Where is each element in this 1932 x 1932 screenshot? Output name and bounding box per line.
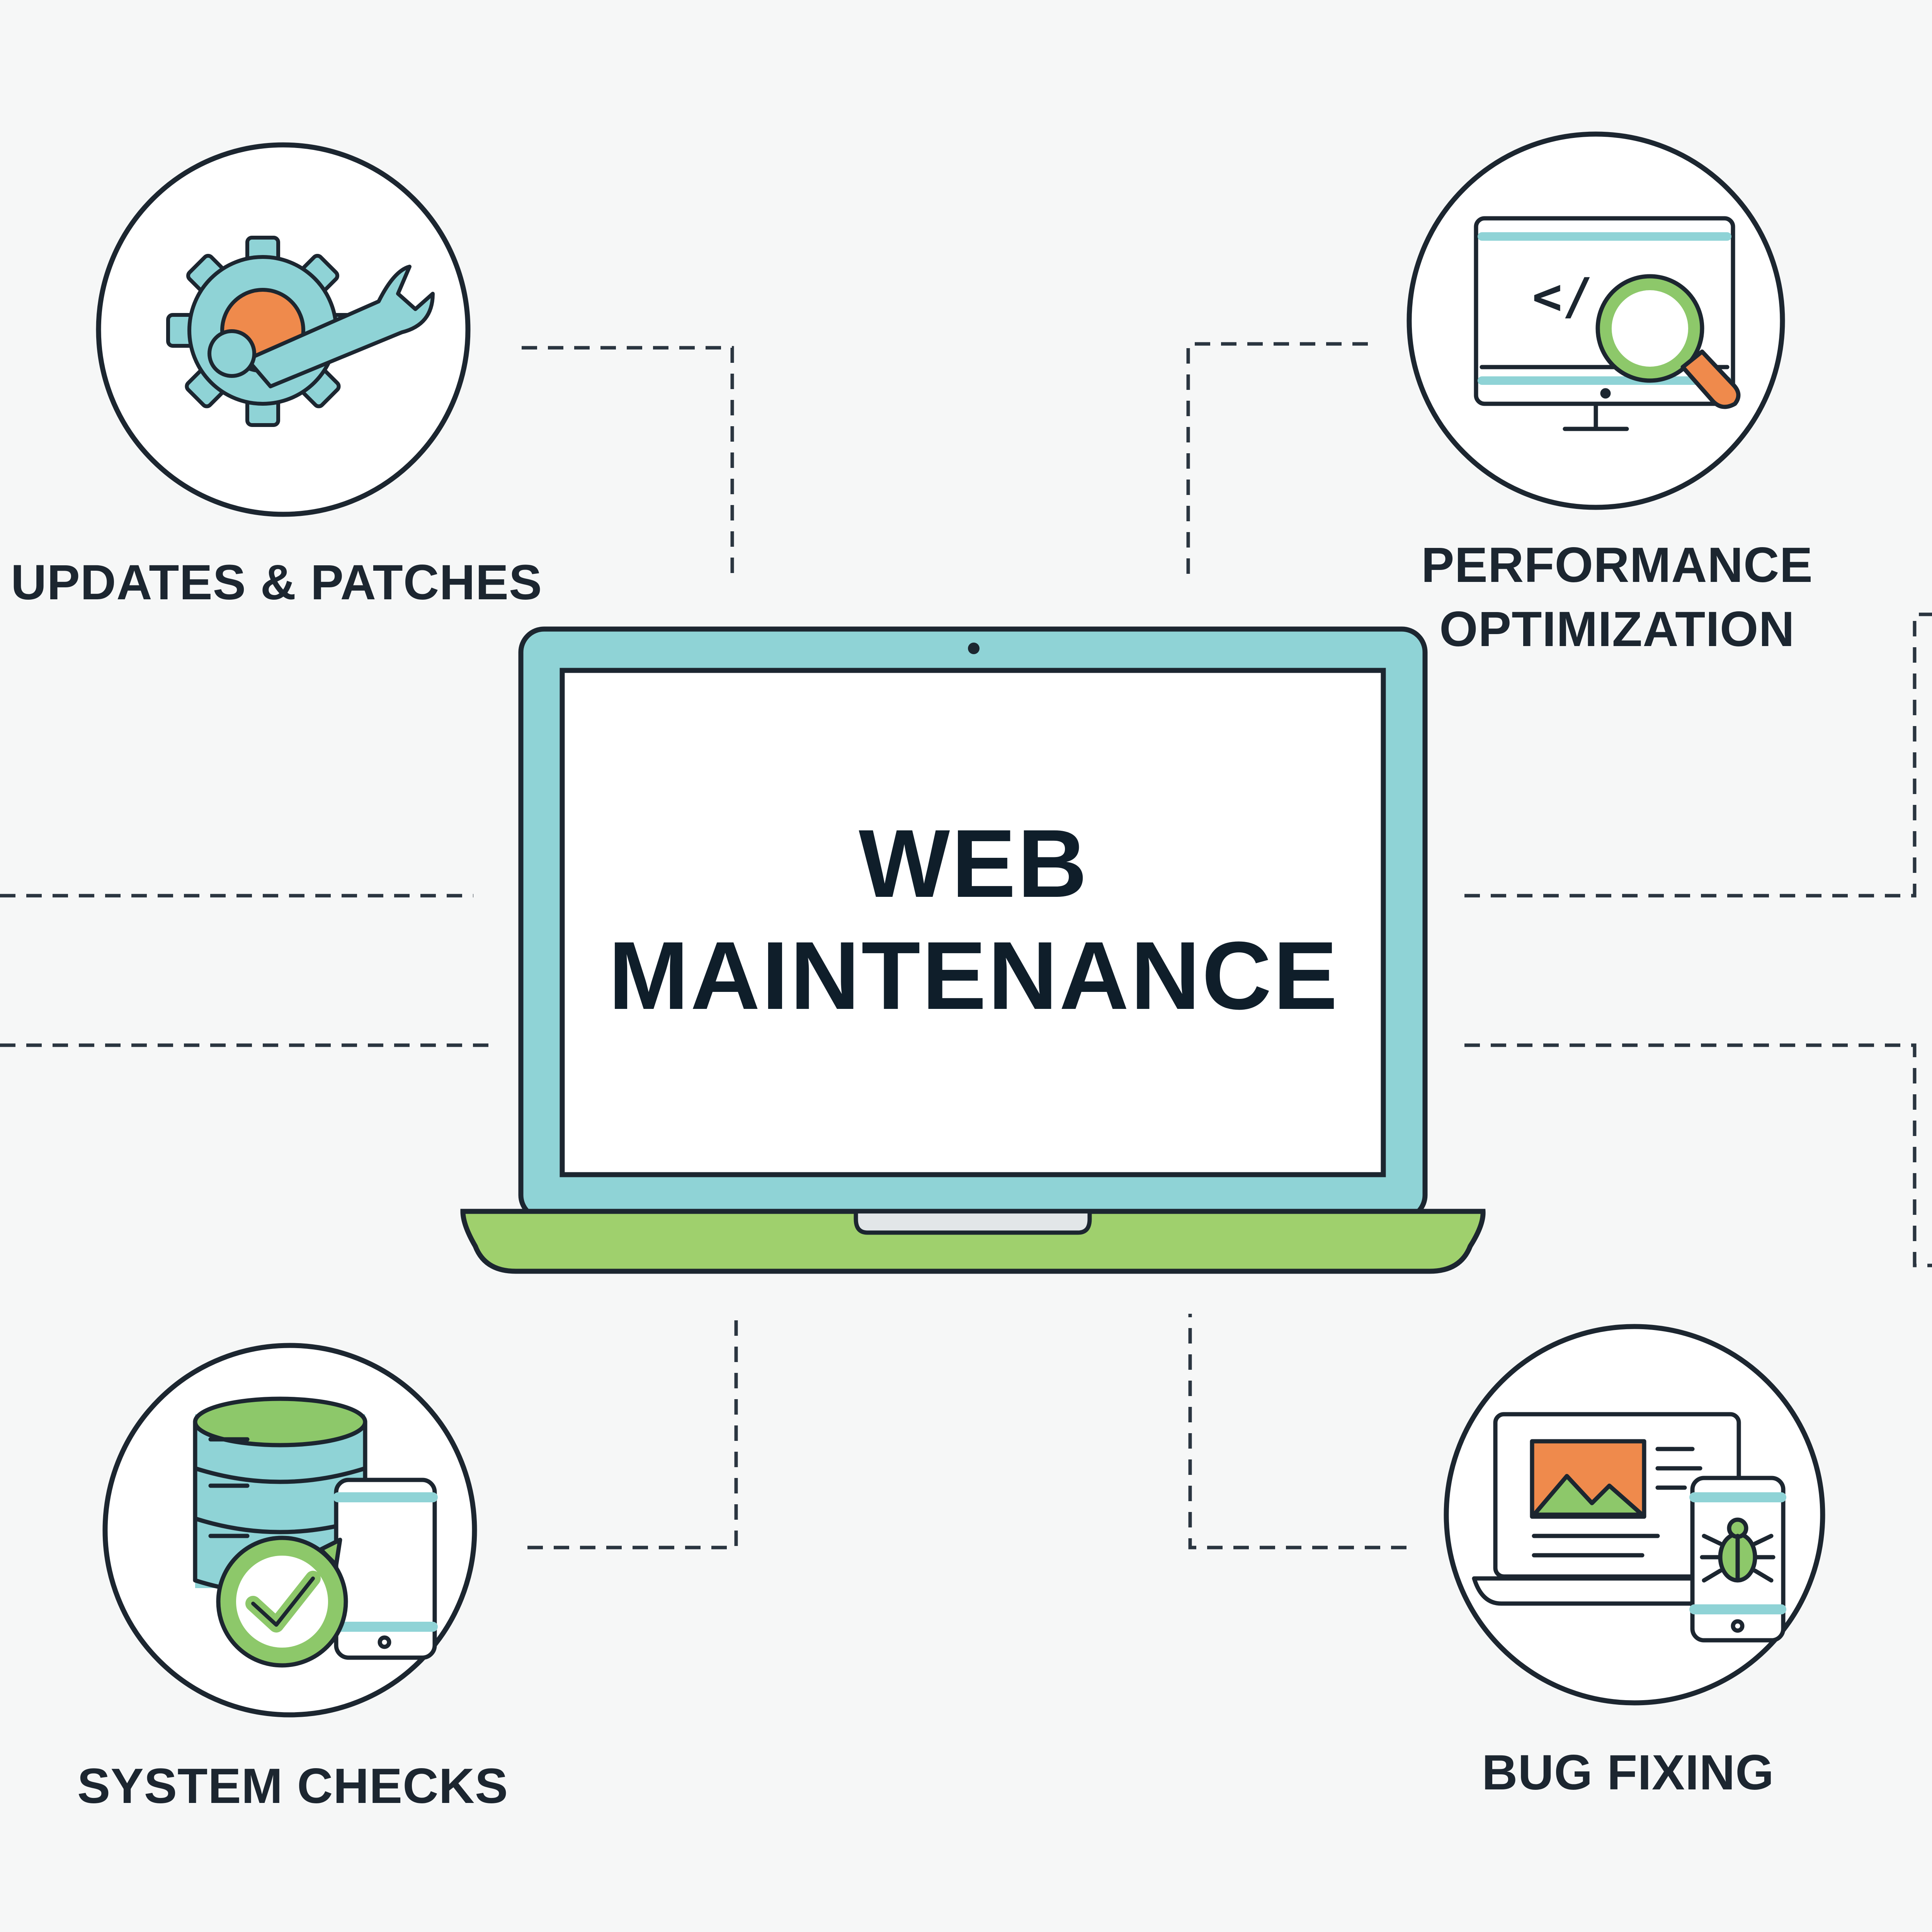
system-node — [102, 1343, 477, 1718]
performance-node: </ — [1406, 131, 1785, 510]
title-line-1: WEB — [859, 810, 1089, 917]
dashed-connectors — [0, 342, 1932, 1549]
laptop-screen — [560, 668, 1386, 1177]
laptop-trackpad-notch — [854, 1209, 1092, 1235]
laptop-camera — [968, 643, 980, 654]
label-bug-fixing: BUG FIXING — [1482, 1745, 1774, 1800]
connector-right-lower — [1464, 1043, 1932, 1267]
label-system-checks: SYSTEM CHECKS — [77, 1759, 509, 1814]
center-laptop-icon — [460, 626, 1486, 1274]
title-line-2: MAINTENANCE — [608, 922, 1339, 1029]
laptop-base — [460, 1209, 1486, 1274]
connector-updates — [522, 346, 734, 580]
svg-text:</: </ — [1532, 267, 1593, 326]
label-performance-line-2: OPTIMIZATION — [1439, 602, 1795, 657]
connector-performance — [1186, 342, 1368, 580]
label-updates-patches: UPDATES & PATCHES — [11, 555, 543, 610]
bugfix-node — [1444, 1324, 1825, 1706]
label-performance-optimization: PERFORMANCE OPTIMIZATION — [1412, 533, 1822, 662]
laptop-phone-bug-icon — [1472, 1412, 1786, 1643]
connector-bugfix — [1188, 1314, 1406, 1549]
connector-right-upper — [1464, 612, 1932, 898]
updates-node — [96, 142, 471, 517]
center-title: WEB MAINTENANCE — [564, 808, 1383, 1032]
database-phone-check-icon — [193, 1396, 438, 1668]
connector-system — [527, 1314, 738, 1549]
label-performance-line-1: PERFORMANCE — [1421, 537, 1813, 593]
gear-wrench-icon — [166, 236, 435, 427]
monitor-code-magnifier-icon: </ — [1474, 216, 1741, 431]
